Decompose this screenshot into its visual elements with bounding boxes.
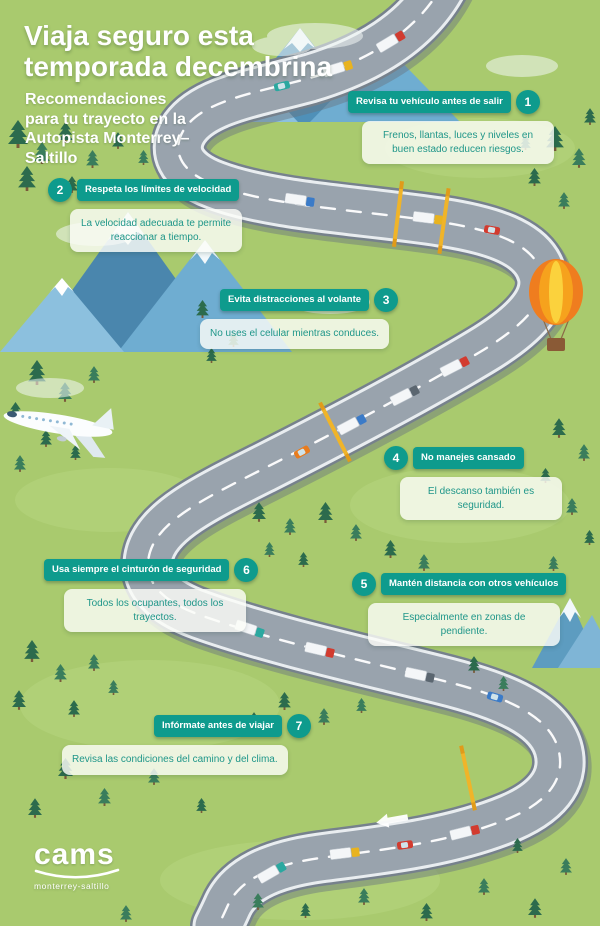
tip-7: Infórmate antes de viajar 7 Revisa las c… (62, 714, 311, 775)
tip-3-number-badge: 3 (374, 288, 399, 312)
tip-3-header: Evita distracciones al volante 3 (220, 288, 399, 312)
tip-5-number-badge: 5 (352, 572, 376, 596)
tip-6-header: Usa siempre el cinturón de seguridad 6 (44, 558, 259, 582)
logo: cams monterrey-saltillo (34, 840, 120, 891)
tip-1-heading: Revisa tu vehículo antes de salir (348, 91, 511, 113)
tip-1-number-badge: 1 (515, 90, 540, 114)
logo-swoosh-icon (34, 868, 120, 879)
tip-2-heading: Respeta los límites de velocidad (77, 179, 240, 201)
page-title: Viaja seguro esta temporada decembrina (24, 20, 332, 83)
title-line-2: temporada decembrina (24, 51, 333, 83)
tip-4-body: El descanso también es seguridad. (400, 477, 562, 520)
tip-6-heading: Usa siempre el cinturón de seguridad (44, 559, 230, 581)
airplane-icon (3, 408, 114, 458)
tip-3-body: No uses el celular mientras conduces. (200, 319, 389, 349)
tip-2-header: 2 Respeta los límites de velocidad (48, 178, 242, 202)
tip-2: 2 Respeta los límites de velocidad La ve… (48, 178, 242, 252)
tip-6-body: Todos los ocupantes, todos los trayectos… (64, 589, 246, 632)
road-arrow (376, 813, 409, 828)
tip-3-heading: Evita distracciones al volante (220, 289, 370, 311)
tip-7-heading: Infórmate antes de viajar (154, 715, 282, 737)
tip-4: 4 No manejes cansado El descanso también… (384, 446, 562, 520)
tip-1-header: Revisa tu vehículo antes de salir 1 (348, 90, 554, 114)
tip-4-heading: No manejes cansado (413, 447, 524, 469)
tip-5-header: 5 Mantén distancia con otros vehículos (352, 572, 567, 596)
logo-tagline: monterrey-saltillo (34, 881, 110, 891)
title-line-1: Viaja seguro esta (24, 20, 254, 51)
subtitle: Recomendaciones para tu trayecto en la A… (25, 91, 190, 167)
tip-7-header: Infórmate antes de viajar 7 (154, 714, 311, 738)
logo-cams: cams (34, 838, 115, 871)
tip-2-body: La velocidad adecuada te permite reaccio… (70, 209, 242, 252)
tip-5-body: Especialmente en zonas de pendiente. (368, 603, 560, 646)
tip-1-body: Frenos, llantas, luces y niveles en buen… (362, 121, 554, 164)
tip-7-body: Revisa las condiciones del camino y del … (62, 745, 288, 775)
tip-3: Evita distracciones al volante 3 No uses… (200, 288, 399, 349)
hot-air-balloon-icon (529, 259, 583, 351)
tip-7-number-badge: 7 (286, 714, 311, 738)
tip-4-header: 4 No manejes cansado (384, 446, 562, 470)
tip-5: 5 Mantén distancia con otros vehículos E… (352, 572, 567, 646)
tip-2-number-badge: 2 (48, 178, 72, 202)
tip-6: Usa siempre el cinturón de seguridad 6 T… (44, 558, 259, 632)
tip-6-number-badge: 6 (234, 558, 259, 582)
tip-5-heading: Mantén distancia con otros vehículos (381, 573, 567, 595)
tip-4-number-badge: 4 (384, 446, 408, 470)
toll-gantries (318, 181, 477, 811)
tip-1: Revisa tu vehículo antes de salir 1 Fren… (348, 90, 554, 164)
